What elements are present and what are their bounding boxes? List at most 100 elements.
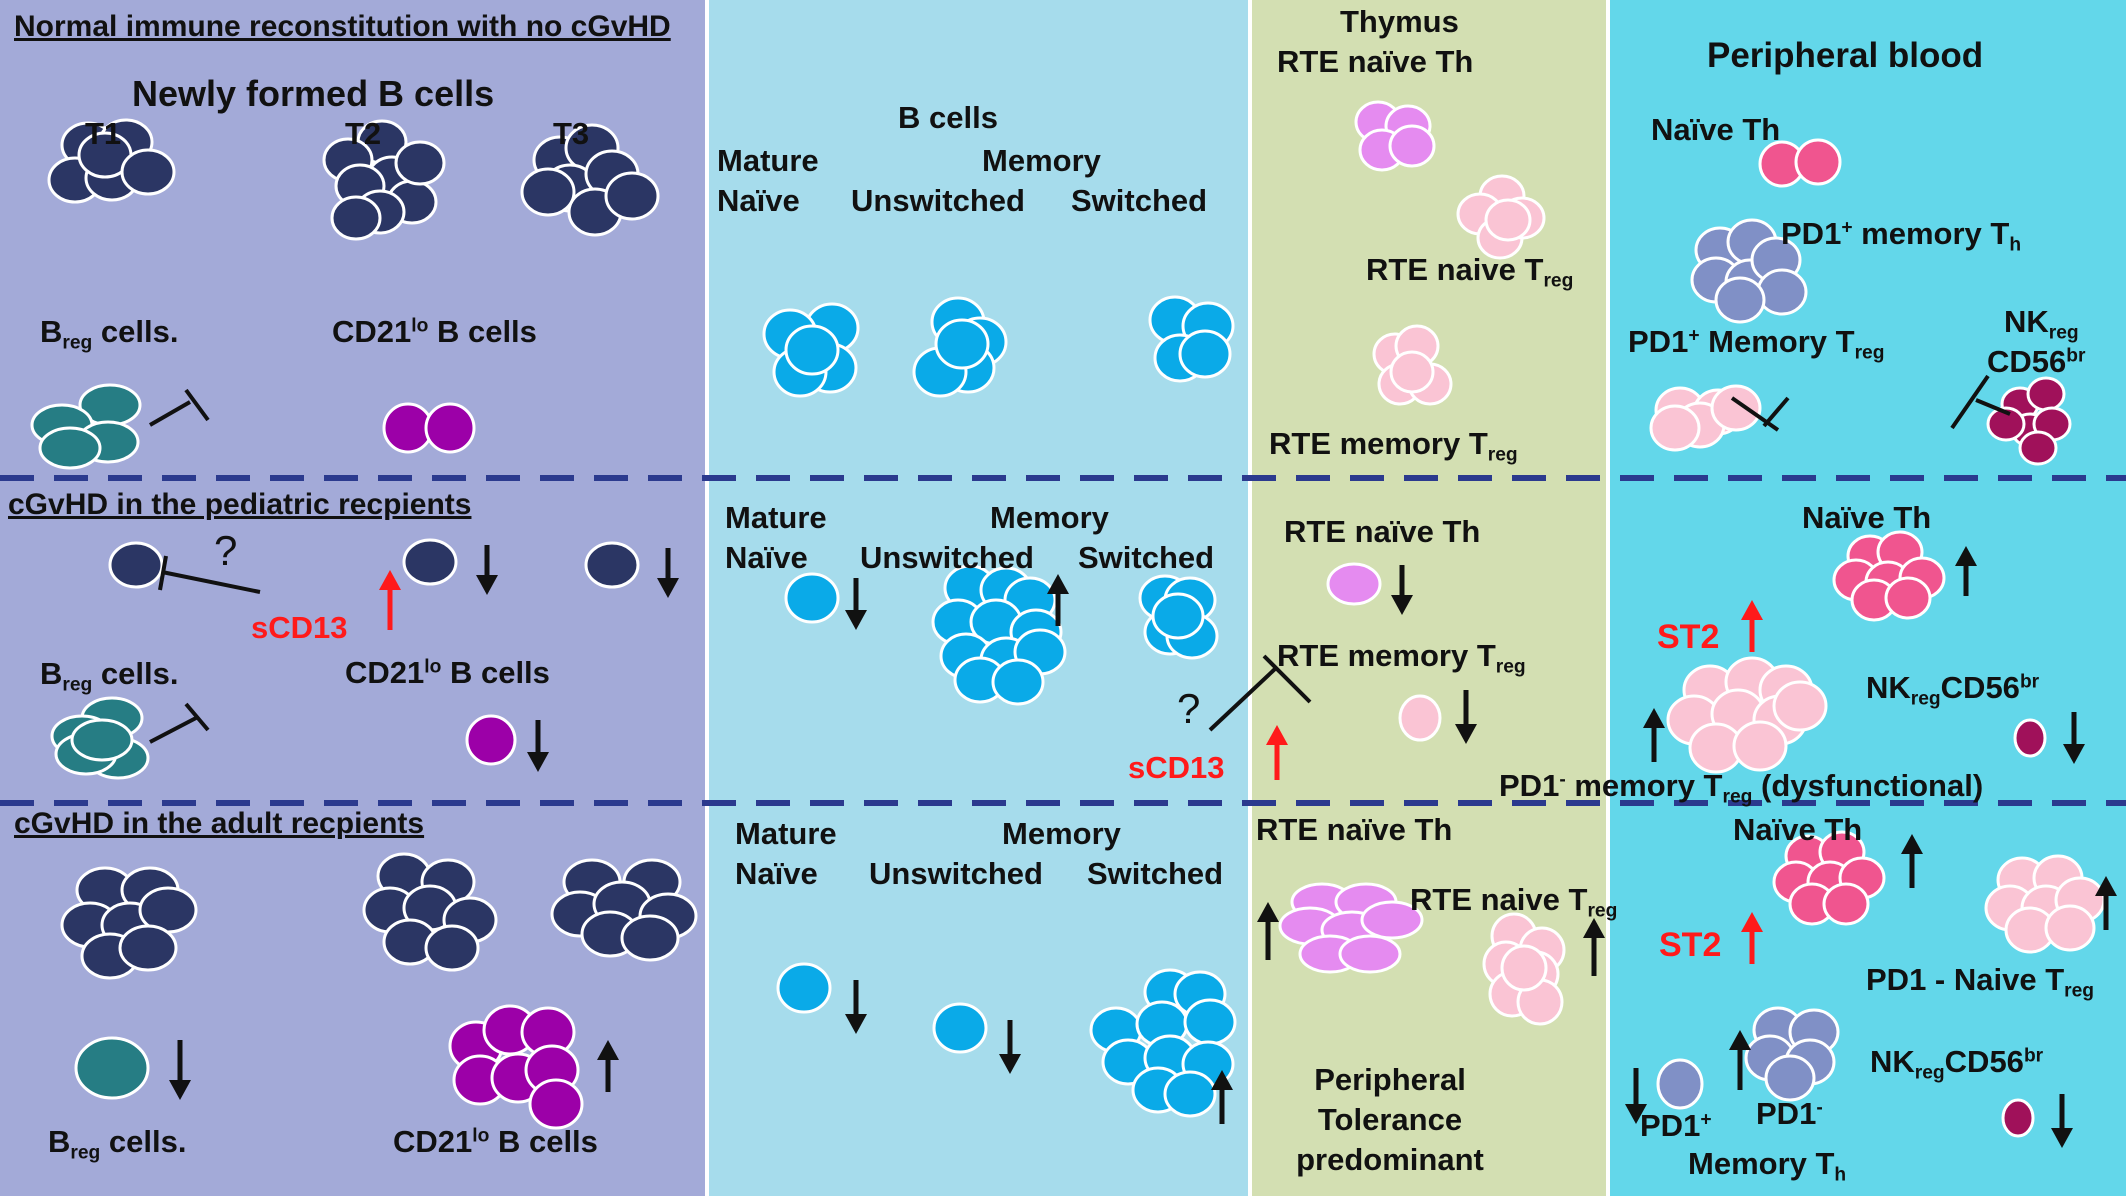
breg-cell-3 xyxy=(74,1036,150,1100)
adult-breg-down-head xyxy=(169,1080,191,1100)
pediatric-t2-down xyxy=(476,545,498,595)
scd13-label-2: sCD13 xyxy=(1128,750,1225,785)
st2-up-2 xyxy=(1741,912,1763,964)
cd21lo-cell-2-cell xyxy=(465,714,517,766)
pediatric-pd1-treg-up-head xyxy=(1643,708,1665,728)
switched-label-2: Switched xyxy=(1078,540,1215,575)
rte-naive-treg-cluster-1-cell xyxy=(1484,198,1532,242)
unswitched-cell-3-cell xyxy=(932,1002,988,1054)
switched-cluster-3 xyxy=(1089,968,1237,1118)
pediatric-naive-th-up xyxy=(1955,546,1977,596)
cell-layer xyxy=(30,100,2106,1138)
t1-label: T1 xyxy=(85,116,122,151)
t3-cell-2 xyxy=(584,541,640,589)
rte-naive-treg-cluster-1 xyxy=(1456,174,1546,260)
pd1-plus-label: PD1+ xyxy=(1640,1108,1712,1143)
nkreg-cell-3-cell xyxy=(2001,1098,2035,1138)
switched-cluster-2 xyxy=(1138,574,1219,660)
adult-nkreg-down xyxy=(2051,1094,2073,1148)
adult-cd21-up xyxy=(597,1040,619,1092)
t2-cluster-cell xyxy=(330,195,382,241)
pd1-memory-treg-cluster xyxy=(1649,384,1762,452)
pediatric-cd21-down xyxy=(527,720,549,772)
switched-cluster-2-cell xyxy=(1151,592,1205,640)
unswitched-cluster-2 xyxy=(931,564,1067,706)
breg-inhib-2 xyxy=(149,702,210,744)
switched-label-1: Switched xyxy=(1071,183,1208,218)
question-mark-1: ? xyxy=(214,527,238,574)
adult-breg-down xyxy=(169,1040,191,1100)
pediatric-rte-memory-treg-down xyxy=(1455,690,1477,744)
adult-rte-naive-th-up-head xyxy=(1257,902,1279,922)
arrow-layer xyxy=(169,545,2117,1148)
pediatric-title: cGvHD in the pediatric recpients xyxy=(8,488,472,521)
pd1-minus-th-cluster xyxy=(1744,1006,1840,1102)
nkreg-cluster-1-cell xyxy=(2026,376,2066,412)
pd1-minus-label: PD1- xyxy=(1756,1096,1823,1131)
nkreg-cell-2-cell xyxy=(2013,718,2047,758)
rte-naive-treg-label-1: RTE naive Treg xyxy=(1366,252,1574,292)
adult-naive-th-up xyxy=(1901,834,1923,888)
adult-title: cGvHD in the adult recpients xyxy=(14,807,425,840)
rte-naive-treg-cluster-3 xyxy=(1482,912,1566,1026)
switched-label-3: Switched xyxy=(1087,856,1224,891)
nkreg-cluster-1 xyxy=(1986,376,2072,466)
naive-cell-2-cell xyxy=(784,572,840,624)
mature-label-2: Mature xyxy=(725,500,827,535)
nkreg-label-1: NKreg xyxy=(2004,304,2079,344)
pediatric-unswitched-up xyxy=(1047,574,1069,626)
rte-naive-th-cluster-1-cell xyxy=(1388,124,1436,168)
pd1-neg-memory-treg-label: PD1- memory Treg (dysfunctional) xyxy=(1499,768,1984,808)
rte-naive-th-cluster-3-cell xyxy=(1360,900,1424,940)
naive-th-cluster-2-cell xyxy=(1884,576,1932,620)
naive-th-label-2: Naïve Th xyxy=(1802,500,1932,535)
rte-naive-th-label-1: RTE naïve Th xyxy=(1277,44,1474,79)
adult-rte-naive-th-up xyxy=(1257,902,1279,960)
t3-label: T3 xyxy=(553,116,590,151)
switched-cluster-1 xyxy=(1148,295,1235,383)
cd21lo-label: CD21lo B cells xyxy=(332,314,537,349)
rte-memory-treg-cluster-1-cell xyxy=(1389,350,1435,394)
st2-up-2-head xyxy=(1741,912,1763,932)
t3-cluster xyxy=(520,123,660,237)
adult-pd1-plus-down xyxy=(1625,1068,1647,1124)
rte-naive-th-cluster-3 xyxy=(1278,882,1424,974)
rte-naive-th-cell-2-cell xyxy=(1326,562,1382,606)
adult-unswitched-down-head xyxy=(999,1054,1021,1074)
pd1-naive-treg-cluster-cell xyxy=(2044,904,2096,952)
pediatric-rte-memory-treg-down-head xyxy=(1455,724,1477,744)
scd13-rte-inhib-line xyxy=(1208,666,1278,732)
breg-cluster-2-cell xyxy=(70,718,134,762)
rte-memory-treg-cell-2 xyxy=(1398,694,1442,742)
peripheral-blood-label: Peripheral blood xyxy=(1707,36,1984,75)
pd1-memory-th-cluster-cell xyxy=(1756,268,1808,316)
cd21lo-cluster-1 xyxy=(382,402,476,454)
naive-cell-3 xyxy=(776,962,832,1014)
naive-th-cluster-3-cell xyxy=(1822,882,1870,926)
scd13-breg-inhib-line xyxy=(161,570,261,594)
memory-th-label: Memory Th xyxy=(1688,1146,1847,1186)
rte-memory-treg-label-2: RTE memory Treg xyxy=(1277,638,1526,678)
adult-switched-up xyxy=(1211,1070,1233,1124)
breg-inhib-1-line xyxy=(149,400,191,427)
breg-label-2: Breg cells. xyxy=(40,656,179,696)
adult-rte-naive-treg-up xyxy=(1583,918,1605,976)
cd21lo-label-2: CD21lo B cells xyxy=(345,655,550,690)
t1-cluster-cell xyxy=(120,148,176,196)
switched-cluster-3-cell xyxy=(1163,1070,1217,1118)
bcells-label: B cells xyxy=(898,100,998,135)
pd1-neg-treg-cluster xyxy=(1666,656,1828,774)
switched-cluster-3-cell xyxy=(1183,998,1237,1046)
scd13-up-2 xyxy=(1266,725,1288,780)
breg-cluster-1 xyxy=(30,383,142,470)
scd13-rte-inhib-bar xyxy=(1262,654,1312,704)
peripheral-tolerance-label: Peripheral Tolerance predominant xyxy=(1284,1060,1496,1180)
rte-memory-treg-label-1: RTE memory Treg xyxy=(1269,426,1518,466)
cd21lo-cluster-3-cell xyxy=(528,1078,584,1130)
rte-naive-th-cluster-3-cell xyxy=(1338,934,1402,974)
pediatric-naive-down-head xyxy=(845,610,867,630)
unswitched-cluster-2-cell xyxy=(991,658,1045,706)
t2-cell-2-cell xyxy=(402,538,458,586)
